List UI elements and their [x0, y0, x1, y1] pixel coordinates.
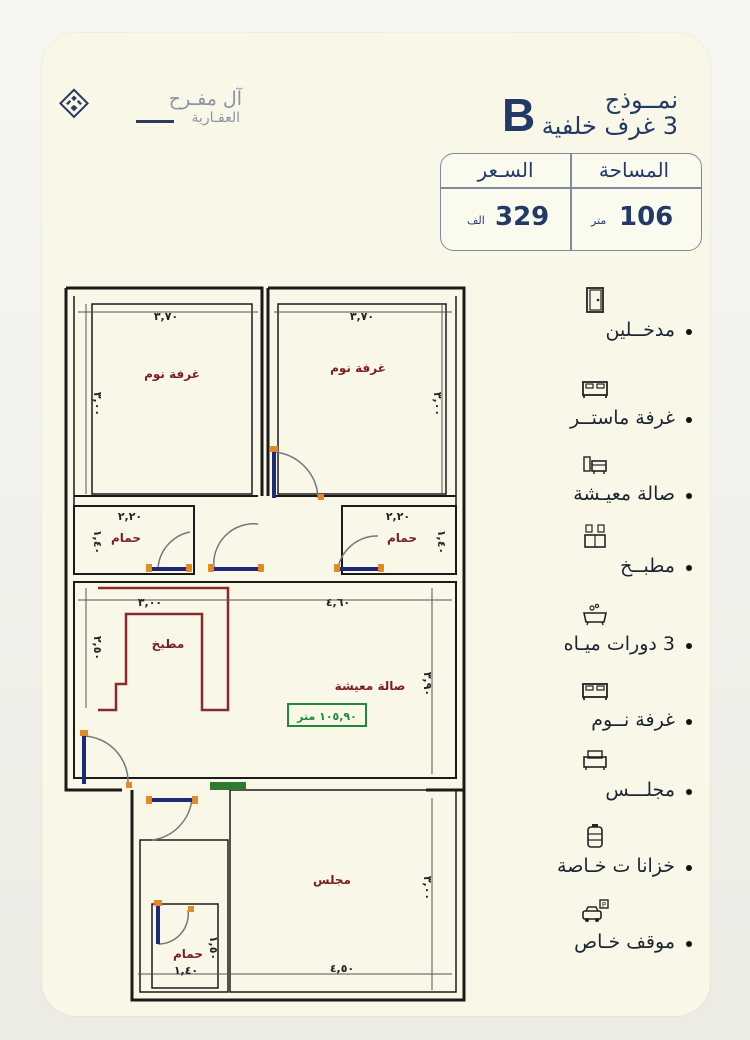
bullet	[686, 643, 692, 649]
brand-logo	[59, 88, 89, 119]
bedroom-label: غرفة نوم	[330, 361, 386, 376]
dimension-label: ٣,٠٠	[431, 392, 444, 416]
bullet	[686, 719, 692, 725]
area-tag-frame	[287, 703, 367, 727]
dimension-label: ١,٥٠	[207, 936, 220, 960]
dimension-label: ٢,٢٠	[118, 510, 142, 523]
feature-water-tanks: خزانا ت خـاصة	[500, 821, 695, 891]
svg-text:P: P	[602, 901, 606, 909]
dimension-label: ٣,٧٠	[350, 310, 374, 323]
feature-label: صالة معيـشة	[573, 483, 675, 505]
bed-icon	[582, 381, 608, 398]
feature-label: 3 دورات ميـاه	[563, 633, 675, 655]
dimension-label: ٤,٦٠	[326, 596, 350, 609]
model-rooms: 3 غرف خلفية	[541, 112, 678, 140]
feature-label: مطبــخ	[620, 555, 675, 577]
dimension-label: ١,٤٠	[174, 964, 198, 977]
feature-entrances: مدخــلين	[500, 285, 695, 355]
sofa-icon	[583, 750, 607, 770]
table-divider	[570, 154, 572, 250]
area-header: المساحة	[598, 158, 670, 182]
price-area-table: المساحة السـعر 106 متر 329 الف	[440, 153, 702, 251]
area-value: 106	[619, 202, 674, 232]
dimension-label: ٢,٥٠	[91, 636, 104, 660]
bullet	[686, 941, 692, 947]
feature-label: مدخــلين	[605, 319, 675, 341]
price-header: السـعر	[477, 158, 534, 182]
dimension-label: ٣,٩٠	[421, 672, 434, 696]
bathtub-icon	[583, 603, 607, 626]
bedroom-label: غرفة نوم	[144, 367, 200, 382]
bathroom-label: حمام	[173, 947, 203, 962]
brand-underline	[136, 120, 174, 123]
door-icon	[586, 287, 604, 313]
bathroom-label: حمام	[387, 531, 417, 546]
kitchen-label: مطبخ	[152, 637, 185, 651]
brand-name: آل مفـرح	[168, 88, 242, 110]
wall	[66, 286, 264, 496]
total-area-tag: ١٠٥,٩٠ متر	[296, 710, 357, 723]
brand-subtitle: العقـارية	[191, 110, 240, 126]
dimension-label: ١,٤٠	[91, 530, 104, 554]
dimension-label: ١,٤٠	[435, 530, 448, 554]
feature-parking: P موقف خـاص	[500, 897, 695, 967]
dimension-label: ٣,٧٠	[154, 310, 178, 323]
dimension-label: ٤,٥٠	[330, 962, 354, 975]
dimension-label: ٣,٠٠	[138, 596, 162, 609]
feature-bedroom: غرفة نــوم	[500, 675, 695, 745]
bullet	[686, 565, 692, 571]
feature-bathrooms: 3 دورات ميـاه	[500, 599, 695, 669]
bathroom-label: حمام	[111, 531, 141, 546]
feature-majlis: مجلـــس	[500, 745, 695, 815]
bed-icon	[582, 683, 608, 700]
price-value: 329	[495, 202, 550, 232]
bullet	[686, 789, 692, 795]
model-letter: B	[502, 89, 536, 141]
feature-label: غرفة ماستــر	[570, 407, 675, 429]
floor-plan: غرفة نوم غرفة نوم حمام حمام مطبخ صالة مع…	[64, 286, 466, 1002]
bullet	[686, 417, 692, 423]
majlis-label: مجلس	[313, 873, 351, 887]
feature-label: مجلـــس	[605, 779, 675, 801]
living-room-label: صالة معيشة	[335, 679, 406, 693]
bullet	[686, 329, 692, 335]
kitchen-icon	[584, 524, 606, 548]
living-room-icon	[583, 456, 607, 474]
feature-living-room: صالة معيـشة	[500, 449, 695, 519]
entrance-marker	[210, 782, 246, 790]
water-tank-icon	[587, 824, 603, 848]
bullet	[686, 865, 692, 871]
feature-label: خزانا ت خـاصة	[557, 855, 675, 877]
bullet	[686, 493, 692, 499]
feature-master-room: غرفة ماستــر	[500, 373, 695, 443]
feature-label: غرفة نــوم	[591, 709, 675, 731]
area-unit: متر	[591, 214, 607, 227]
parking-icon: P	[582, 899, 609, 922]
price-unit: الف	[467, 214, 485, 227]
feature-kitchen: مطبــخ	[500, 521, 695, 591]
dimension-label: ٢,٢٠	[386, 510, 410, 523]
dimension-label: ٣,٠٠	[421, 876, 434, 900]
model-label: نمــوذج	[604, 86, 678, 114]
feature-label: موقف خـاص	[574, 931, 675, 953]
dimension-label: ٣,٠٠	[91, 392, 104, 416]
